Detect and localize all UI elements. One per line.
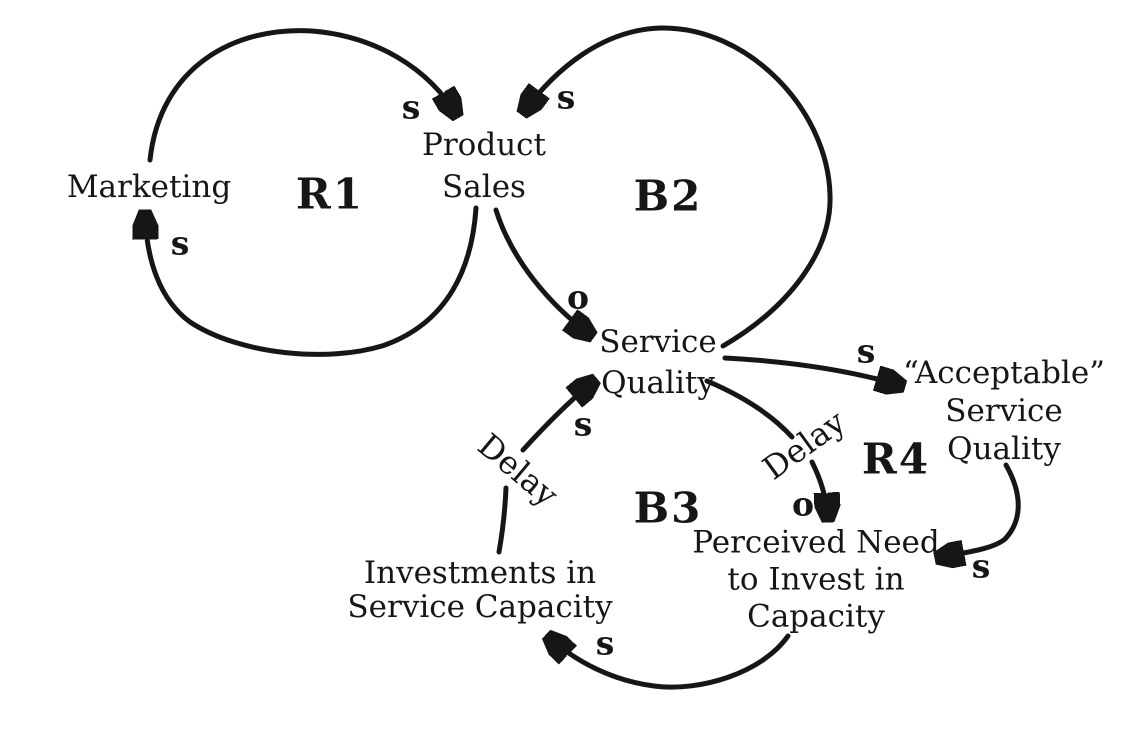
loop-label-r4: R4 [861, 434, 931, 484]
node-marketing: Marketing [67, 168, 231, 206]
polarity-perceived-need-to-investments: s [595, 623, 615, 663]
node-acceptable-line: Service [945, 393, 1063, 429]
arc-service-quality-to-perceived-need-lower [809, 459, 828, 520]
node-product-sales: Product Sales [422, 124, 546, 208]
loop-label-b2: B2 [633, 171, 703, 221]
node-product-sales-line: Product [422, 127, 546, 163]
arc-service-quality-to-acceptable [722, 355, 903, 386]
node-perceived-need-line: Capacity [747, 598, 885, 635]
arc-investments-to-service-quality-upper [520, 380, 595, 453]
arc-service-quality-to-perceived-need-upper [704, 378, 795, 440]
polarity-service-quality-to-acceptable: s [856, 331, 876, 371]
polarity-service-quality-to-product-sales: s [556, 77, 576, 117]
polarity-product-sales-to-service-quality: o [566, 277, 590, 317]
node-investments-line: Service Capacity [347, 589, 613, 625]
loop-label-b3: B3 [633, 483, 703, 533]
polarity-acceptable-to-perceived-need: s [971, 546, 991, 586]
node-perceived-need-line: to Invest in [727, 561, 905, 598]
arc-product-sales-to-marketing [145, 205, 479, 357]
arc-marketing-to-product-sales [147, 28, 457, 163]
arc-service-quality-to-product-sales [523, 25, 833, 349]
arc-perceived-need-to-investments [548, 636, 791, 690]
loop-label-r1: R1 [295, 169, 365, 219]
node-acceptable-service-quality: “Acceptable” Service Quality [903, 354, 1105, 468]
polarity-product-sales-to-marketing: s [170, 223, 190, 263]
node-product-sales-line: Sales [442, 169, 526, 205]
node-service-quality-line: Quality [601, 365, 715, 401]
node-acceptable-line: Quality [947, 431, 1061, 467]
node-perceived-need: Perceived Need to Invest in Capacity [692, 525, 939, 636]
node-investments-line: Investments in [363, 555, 597, 591]
polarity-marketing-to-product-sales: s [401, 87, 421, 127]
polarity-investments-to-service-quality: s [573, 404, 593, 444]
polarity-service-quality-to-perceived-need: o [791, 484, 815, 524]
node-marketing-line: Marketing [66, 169, 232, 205]
node-perceived-need-line: Perceived Need [692, 524, 940, 561]
node-service-quality: Service Quality [599, 322, 717, 404]
arc-investments-to-service-quality-lower [496, 485, 509, 555]
arc-acceptable-to-perceived-need [937, 462, 1021, 558]
node-acceptable-line: “Acceptable” [902, 355, 1106, 391]
node-investments: Investments in Service Capacity [347, 556, 612, 624]
node-service-quality-line: Service [599, 324, 717, 360]
arc-product-sales-to-service-quality [493, 207, 592, 336]
